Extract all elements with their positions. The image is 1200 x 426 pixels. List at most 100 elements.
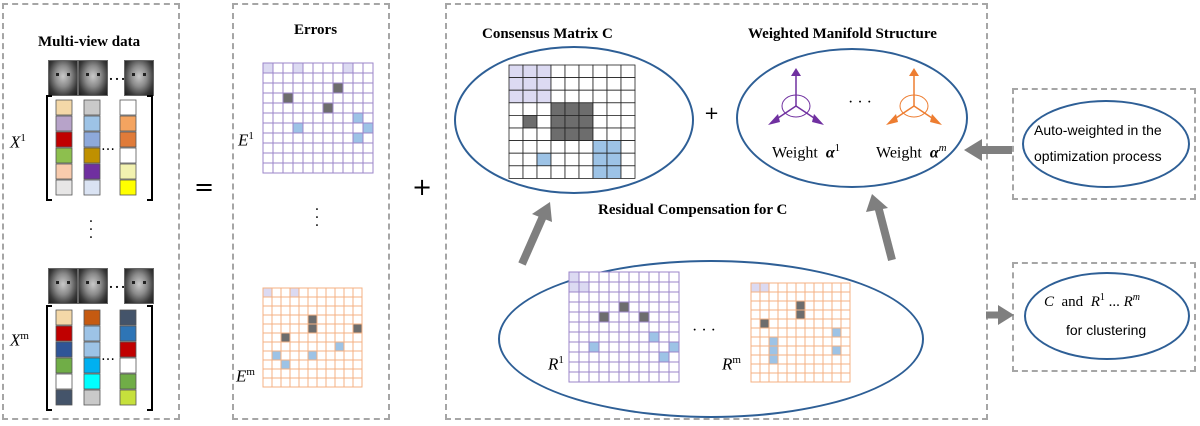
matrix-cell xyxy=(342,92,354,104)
matrix-cell xyxy=(759,345,770,356)
x1-label: X1 xyxy=(10,132,26,152)
matrix-cell xyxy=(822,363,833,374)
matrix-cell xyxy=(777,318,788,329)
matrix-cell xyxy=(840,363,851,374)
matrix-cell xyxy=(289,323,300,334)
consensus-cell xyxy=(522,165,538,179)
matrix-cell xyxy=(343,368,354,379)
consensus-cell xyxy=(508,89,524,104)
matrix-cell xyxy=(271,323,282,334)
axis-arrowhead xyxy=(909,68,919,76)
matrix-cell xyxy=(648,331,660,343)
matrix-cell xyxy=(618,361,630,373)
matrix-cell xyxy=(813,327,824,338)
matrix-cell xyxy=(289,350,300,361)
matrix-cell xyxy=(568,291,580,303)
matrix-cell xyxy=(786,309,797,320)
matrix-cell xyxy=(786,300,797,311)
matrix-cell xyxy=(668,341,680,353)
matrix-cell xyxy=(325,305,336,316)
matrix-cell xyxy=(618,271,630,283)
matrix-cell xyxy=(578,361,590,373)
matrix-cell xyxy=(628,271,640,283)
arrow-to-output xyxy=(986,305,1014,325)
matrix-cell xyxy=(598,281,610,293)
feature-cell xyxy=(83,147,101,164)
matrix-cell xyxy=(334,323,345,334)
matrix-cell xyxy=(638,321,650,333)
matrix-cell xyxy=(316,314,327,325)
consensus-cell xyxy=(592,102,608,116)
matrix-cell xyxy=(362,72,374,84)
matrix-cell xyxy=(759,291,770,302)
consensus-cell xyxy=(578,77,594,91)
matrix-cell xyxy=(352,350,363,361)
matrix-cell xyxy=(608,321,620,333)
consensus-cell xyxy=(578,115,594,129)
matrix-cell xyxy=(352,152,364,164)
matrix-cell xyxy=(598,331,610,343)
matrix-cell xyxy=(608,371,620,383)
matrix-cell xyxy=(322,132,334,144)
matrix-cell xyxy=(804,291,815,302)
matrix-cell xyxy=(618,311,630,323)
feature-cell xyxy=(55,341,73,358)
matrix-cell xyxy=(334,341,345,352)
feature-cell xyxy=(55,309,73,326)
matrix-cell xyxy=(334,332,345,343)
matrix-cell xyxy=(831,354,842,365)
matrix-cell xyxy=(280,314,291,325)
feature-cell xyxy=(55,325,73,342)
matrix-cell xyxy=(307,296,318,307)
matrix-cell xyxy=(598,371,610,383)
matrix-cell xyxy=(289,368,300,379)
matrix-cell xyxy=(628,291,640,303)
matrix-cell xyxy=(786,363,797,374)
matrix-cell xyxy=(302,162,314,174)
matrix-cell xyxy=(298,314,309,325)
faces-ellipsis-2: … xyxy=(108,272,126,292)
matrix-cell xyxy=(804,363,815,374)
matrix-cell xyxy=(332,122,344,134)
feature-cell xyxy=(83,179,101,196)
matrix-cell xyxy=(822,318,833,329)
matrix-cell xyxy=(362,152,374,164)
consensus-cell xyxy=(620,152,636,167)
matrix-cell xyxy=(282,92,294,104)
matrix-cell xyxy=(292,102,304,114)
matrix-cell xyxy=(668,281,680,293)
residual-dots: · · · xyxy=(692,322,716,339)
consensus-cell xyxy=(522,127,538,142)
matrix-cell xyxy=(750,327,761,338)
matrix-cell xyxy=(352,314,363,325)
face-image-5 xyxy=(78,268,108,304)
matrix-cell xyxy=(795,345,806,356)
matrix-cell xyxy=(628,311,640,323)
matrix-cell xyxy=(759,318,770,329)
matrix-cell xyxy=(768,327,779,338)
matrix-cell xyxy=(322,62,334,74)
matrix-cell xyxy=(292,152,304,164)
consensus-cell xyxy=(522,102,538,116)
matrix-cell xyxy=(795,372,806,383)
feature-cell xyxy=(83,373,101,390)
consensus-cell xyxy=(508,165,524,179)
matrix-cell xyxy=(658,371,670,383)
matrix-cell xyxy=(648,371,660,383)
consensus-cell xyxy=(564,89,580,104)
matrix-cell xyxy=(618,321,630,333)
matrix-cell xyxy=(822,327,833,338)
matrix-cell xyxy=(568,321,580,333)
matrix-cell xyxy=(282,152,294,164)
output-line1: C and R1 ... Rm xyxy=(1044,292,1141,310)
arrow-to-manifold xyxy=(866,194,896,262)
matrix-cell xyxy=(598,271,610,283)
matrix-cell xyxy=(618,331,630,343)
matrix-cell xyxy=(608,311,620,323)
consensus-cell xyxy=(550,89,566,104)
matrix-cell xyxy=(822,282,833,293)
matrix-cell xyxy=(658,281,670,293)
matrix-cell xyxy=(302,152,314,164)
feature-cell xyxy=(119,115,137,132)
matrix-cell xyxy=(325,287,336,298)
